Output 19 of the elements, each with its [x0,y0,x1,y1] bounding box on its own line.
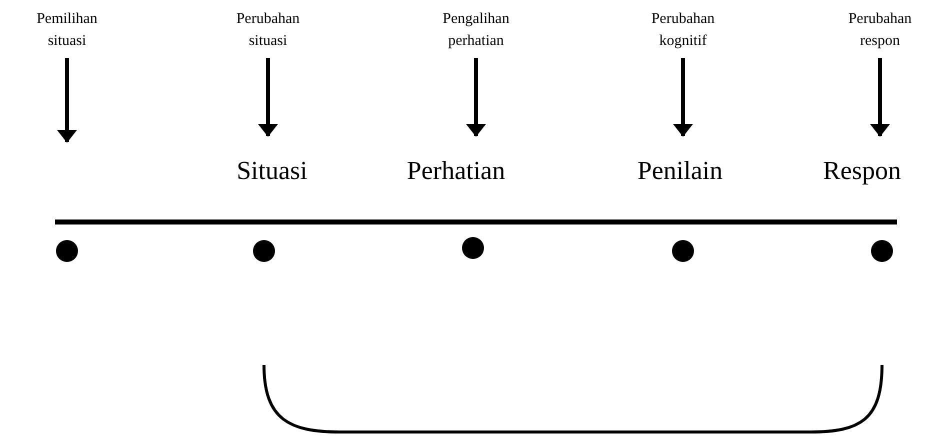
strategy-label: Perubahan kognitif [641,8,725,52]
timeline-dot [462,237,484,259]
stage-label: Penilain [637,156,723,186]
timeline-dot [672,240,694,262]
stage-label: Situasi [236,156,308,186]
timeline-dot [871,240,893,262]
strategy-label: Perubahan respon [838,8,922,52]
timeline-dot [56,240,78,262]
stage-label: Perhatian [406,156,506,186]
arrow [673,58,693,137]
strategy-label: Perubahan situasi [226,8,310,52]
stage-label: Respon [823,156,901,186]
strategy-label: Pemilihan situasi [25,8,109,52]
arrow [57,58,77,143]
timeline-dot [253,240,275,262]
arrow [466,58,486,137]
arrow [258,58,278,137]
arrow [870,58,890,137]
strategy-label: Pengalihan perhatian [434,8,518,52]
